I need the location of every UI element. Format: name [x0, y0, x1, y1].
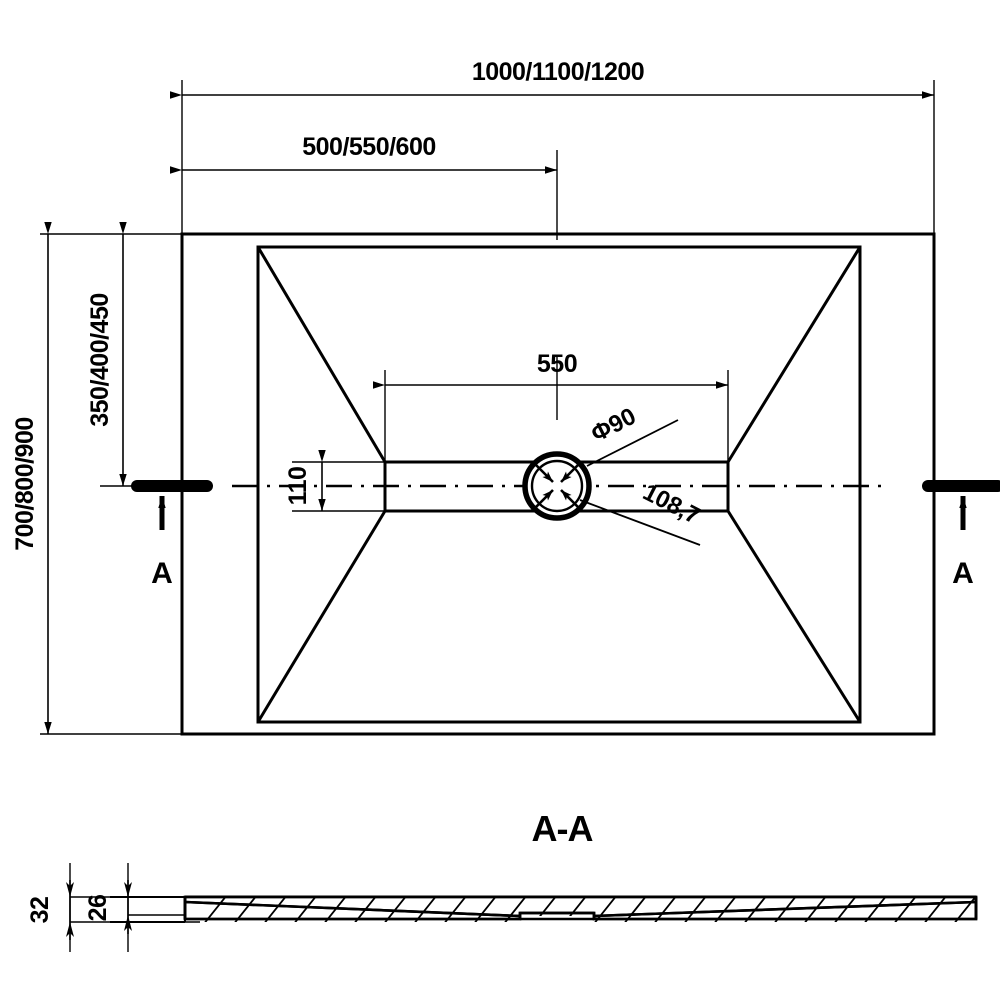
- dim-section-total-height: 32: [26, 880, 74, 940]
- dim-label-overall-width: 1000/1100/1200: [472, 58, 644, 86]
- dim-overall-depth: 700/800/900: [11, 222, 52, 734]
- drain-flow-arrows: [532, 461, 582, 511]
- tray-inner-outline: [256, 245, 862, 724]
- tray-slope-fold-lines: [256, 246, 862, 723]
- drain-inner-ring: [530, 459, 584, 513]
- leader-line-flange: [579, 499, 701, 546]
- dim-label-channel-length: 550: [537, 350, 577, 378]
- leader-drain-diameter: Φ90: [586, 403, 679, 467]
- section-profile: [110, 895, 978, 923]
- dim-section-body-height: 26: [84, 880, 132, 934]
- dim-label-section-body-height: 26: [84, 895, 112, 922]
- plan-extension-lines: [40, 80, 935, 735]
- dim-channel-half-height: 110: [284, 450, 385, 512]
- dim-label-overall-depth: 700/800/900: [11, 417, 39, 551]
- section-mark-right: A: [922, 480, 1000, 590]
- section-drain-recess: [518, 911, 596, 921]
- dim-overall-width: 1000/1100/1200: [170, 58, 934, 99]
- dim-label-section-total-height: 32: [26, 897, 54, 924]
- dim-label-channel-half-height: 110: [284, 467, 312, 506]
- section-view-title: A-A: [532, 808, 594, 849]
- leader-line-diameter: [586, 419, 679, 467]
- section-lip-lines: [110, 896, 186, 923]
- dim-half-depth: 350/400/450: [86, 222, 127, 486]
- dim-label-half-width: 500/550/600: [302, 133, 436, 161]
- section-mark-right-label: A: [952, 557, 974, 590]
- section-bar-left: [131, 480, 213, 492]
- section-mark-left-label: A: [151, 557, 173, 590]
- section-mark-left: A: [131, 480, 213, 590]
- dim-label-half-depth: 350/400/450: [86, 293, 114, 427]
- section-bar-right: [922, 480, 1000, 492]
- dim-channel-length: 550: [373, 350, 729, 462]
- drain-outlet: [522, 451, 592, 521]
- section-taper-right-overstroke: [593, 900, 977, 918]
- section-taper-left-overstroke: [184, 900, 521, 918]
- dim-label-drain-diameter: Φ90: [587, 403, 641, 448]
- dim-half-width: 500/550/600: [170, 133, 557, 174]
